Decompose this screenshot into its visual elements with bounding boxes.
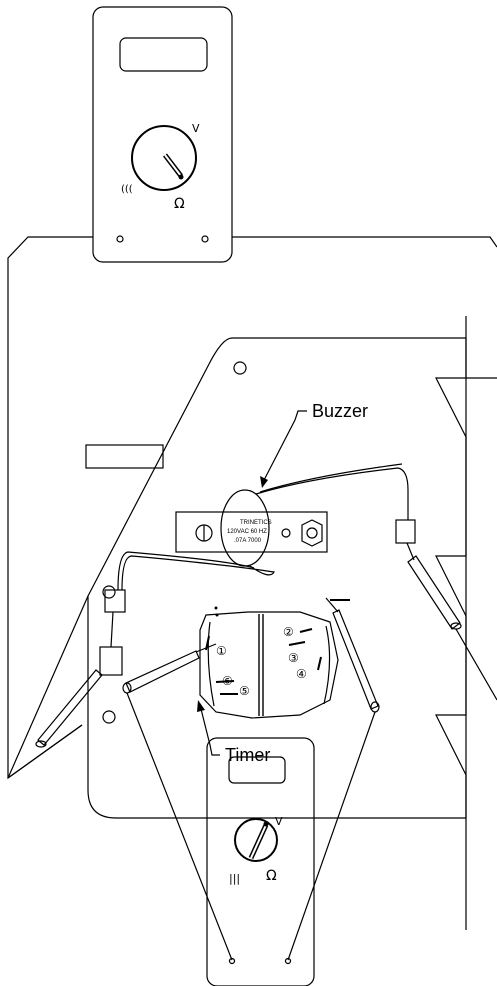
meter-lead-left — [126, 692, 233, 961]
control-panel — [7, 337, 467, 819]
bottom-multimeter: V Ω ||| — [206, 737, 315, 986]
bottom-meter-volts-label: V — [275, 815, 283, 828]
buzzer-callout: Buzzer — [260, 401, 368, 488]
right-broken-edge — [435, 316, 497, 930]
top-meter-ohms-label: Ω — [174, 196, 185, 212]
top-meter-body — [92, 6, 233, 263]
right-probe — [395, 519, 497, 701]
timer-terminal-3: ③ — [288, 651, 299, 665]
bottom-meter-jack-right — [284, 957, 292, 965]
timer-label: Timer — [225, 745, 270, 765]
top-meter-jack-left — [116, 235, 124, 243]
timer-terminal-4: ④ — [296, 667, 307, 681]
timer: ① ② ③ ④ ⑤ ⑥ — [199, 599, 350, 719]
buzzer-body — [220, 489, 270, 567]
panel-hole-top — [233, 361, 247, 375]
cabinet-outline — [7, 236, 497, 780]
buzzer-hole — [281, 528, 291, 538]
panel-hole-middle — [102, 585, 116, 599]
right-probe-body — [407, 555, 461, 630]
buzzer-rating-label: 120VAC 60 HZ — [227, 529, 267, 535]
timer-body — [199, 611, 339, 719]
bottom-meter-body — [206, 737, 315, 986]
meter-probe-left — [122, 643, 233, 961]
top-meter-volts-label: V — [192, 122, 200, 135]
timer-callout: Timer — [197, 700, 270, 765]
panel-bracket — [85, 444, 164, 469]
top-meter-continuity-label: ((( — [121, 184, 133, 195]
bottom-meter-continuity-label: ||| — [229, 872, 240, 885]
buzzer-plate — [175, 511, 328, 553]
bottom-meter-dial — [234, 818, 278, 862]
meter-lead-right — [287, 711, 376, 961]
meter-probe-right — [287, 597, 380, 961]
lower-left-connector — [99, 646, 123, 676]
panel-plate — [87, 337, 467, 819]
buzzer-nut — [301, 519, 323, 547]
right-connector — [395, 519, 416, 544]
left-probe — [35, 589, 126, 748]
top-meter-display — [119, 37, 208, 72]
bottom-meter-jack-left — [228, 957, 236, 965]
buzzer-current-label: .07A 7000 — [234, 538, 262, 544]
bottom-meter-ohms-label: Ω — [266, 868, 277, 884]
top-meter-dial — [131, 125, 197, 191]
timer-terminal-1: ① — [216, 644, 227, 658]
buzzer-label: Buzzer — [312, 401, 368, 421]
buzzer-wire-right — [255, 467, 409, 520]
timer-terminal-5: ⑤ — [239, 684, 250, 698]
buzzer-brand-label: TRINETICS — [240, 520, 272, 526]
bottom-meter-display — [228, 756, 286, 784]
panel-hole-bottom — [102, 710, 116, 724]
buzzer: TRINETICS 120VAC 60 HZ .07A 7000 — [117, 463, 409, 591]
buzzer-wire-left — [121, 555, 275, 591]
upper-left-connector — [104, 589, 126, 613]
timer-terminal-2: ② — [283, 625, 294, 639]
top-multimeter: V Ω ((( — [92, 6, 233, 263]
top-meter-jack-right — [201, 235, 209, 243]
left-probe-body — [37, 669, 103, 746]
